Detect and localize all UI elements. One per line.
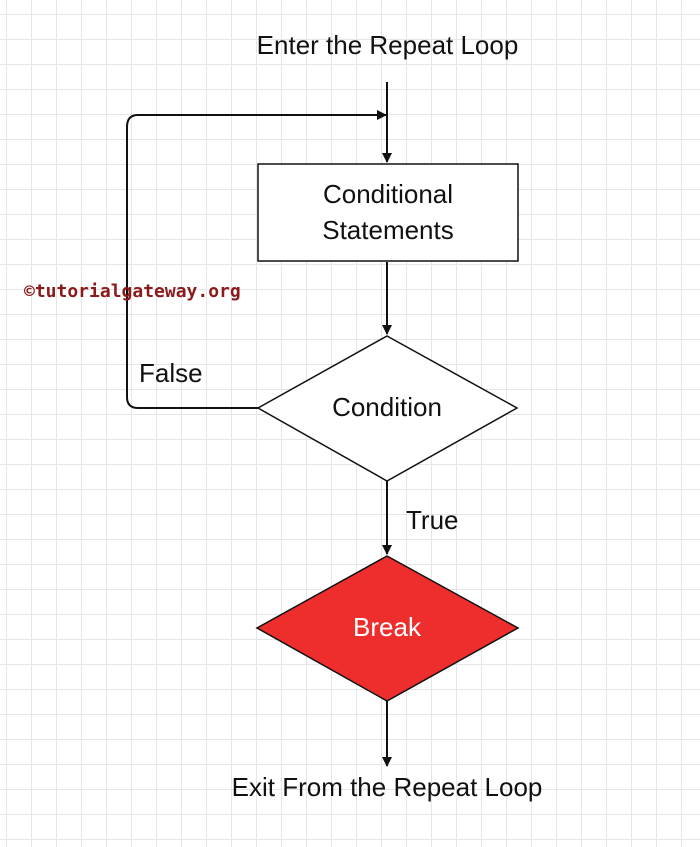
break-label: Break xyxy=(353,612,422,642)
statements-label-line2: Statements xyxy=(322,215,454,245)
entry-label: Enter the Repeat Loop xyxy=(256,30,519,60)
false-label: False xyxy=(139,358,203,388)
false-loop-arrow xyxy=(126,110,387,409)
exit-label: Exit From the Repeat Loop xyxy=(231,772,543,802)
statements-box xyxy=(257,163,519,262)
true-label: True xyxy=(406,505,459,535)
condition-label: Condition xyxy=(332,392,442,422)
watermark-text: ©tutorialgateway.org xyxy=(24,281,241,302)
statements-label-line1: Conditional xyxy=(323,179,453,209)
